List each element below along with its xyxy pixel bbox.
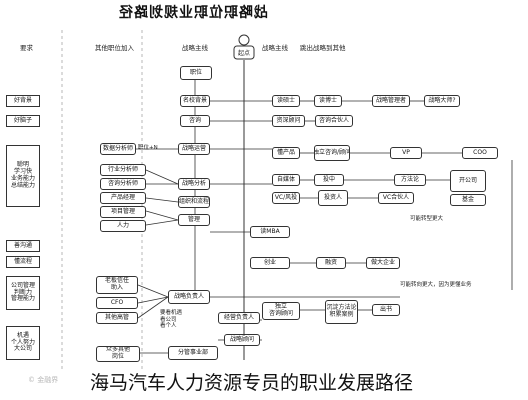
requirement-item: 机遇 个人努力 大公司: [6, 326, 40, 360]
watermark-text: © 金融界: [28, 376, 59, 384]
start-label: 起点: [238, 50, 251, 57]
header-strategy-main-2: 战略主线: [262, 44, 288, 52]
right-node: 开公司: [450, 170, 486, 192]
note-text: 可能转型更大: [410, 216, 444, 222]
right-node: 投资人: [318, 190, 348, 206]
right-node: VC合伙人: [378, 192, 414, 204]
right-node: VP: [390, 147, 422, 159]
right-node: 懂产品: [272, 147, 300, 159]
requirement-item: 公司管理 判断力 管理能力: [6, 276, 40, 310]
right-node: VC/风投: [272, 192, 300, 204]
main-node: 组织和流程: [178, 196, 210, 208]
entry-item: 行业分析师: [100, 164, 146, 176]
main-node: 管理: [178, 214, 210, 226]
note-text: 可能转向更大，因为更懂业务: [400, 282, 472, 288]
requirement-item: 好脑子: [6, 115, 40, 127]
right-node: 读博士: [314, 95, 342, 107]
bottom-node: 独立 咨询顾问: [262, 302, 300, 320]
right-node: 做大企业: [366, 257, 400, 269]
entry-item: CFO: [96, 297, 138, 309]
note-text: 要看机遇 看公司 看个人: [160, 310, 183, 330]
bottom-node: 出书: [372, 304, 400, 316]
right-node: 基金: [450, 194, 486, 206]
entry-item: 数据分析师: [100, 143, 136, 155]
entry-item: 咨询分析师: [100, 178, 146, 190]
main-node: 读MBA: [250, 226, 290, 238]
requirement-item: 好背景: [6, 95, 40, 107]
right-node: 读硕士: [272, 95, 300, 107]
entry-item: 项目管理: [100, 206, 146, 218]
main-node: 名校背景: [180, 95, 210, 107]
header-exit-other: 跳出战略到其他: [300, 44, 346, 52]
header-requirements: 要求: [20, 44, 33, 52]
entry-item: 人力: [100, 220, 146, 232]
main-node: 经营负责人: [218, 312, 260, 324]
note-text: 职位+N: [138, 145, 158, 151]
right-node: 创业: [250, 257, 290, 269]
diagram-title: 战略职位职业规划路径: [118, 5, 268, 21]
main-node: 战略分析: [178, 178, 210, 190]
requirement-item: 聪明 学习快 业务能力 总结能力: [6, 145, 40, 207]
bottom-node: 沉淀方法论 积累案例: [325, 300, 358, 324]
requirement-item: 善沟通: [6, 240, 40, 252]
right-node: 自媒体: [272, 174, 300, 186]
main-node: 战略运营: [178, 143, 210, 155]
bottom-node: 战略顾问: [224, 334, 260, 346]
right-node: 战略管理者: [372, 95, 410, 107]
entry-item: 老板信任 助入: [96, 276, 138, 294]
main-node: 分管事业部: [168, 346, 218, 360]
right-node: 投中: [314, 174, 344, 186]
caption-text: 海马汽车人力资源专员的职业发展路径: [90, 372, 414, 394]
main-node: 咨询: [180, 115, 210, 127]
main-node: 职位: [180, 66, 212, 80]
header-strategy-main: 战略主线: [182, 44, 208, 52]
main-node: 战略负责人: [168, 290, 210, 304]
right-node: 战略大师?: [424, 95, 460, 107]
right-node: 独立咨询/顾问: [314, 145, 350, 161]
header-other-entry: 其他职位加入: [95, 44, 134, 52]
entry-item: 产品经理: [100, 192, 146, 204]
right-node: 资深顾问: [272, 115, 305, 127]
requirement-item: 懂流程: [6, 256, 40, 268]
right-node: 方法论: [394, 174, 426, 186]
right-node: COO: [462, 147, 498, 159]
entry-item: 其他高管: [96, 312, 138, 324]
right-node: 融资: [316, 257, 346, 269]
person-icon: [232, 34, 256, 60]
entry-item: 众多其他 岗位: [96, 346, 140, 362]
right-node: 咨询合伙人: [315, 115, 353, 127]
